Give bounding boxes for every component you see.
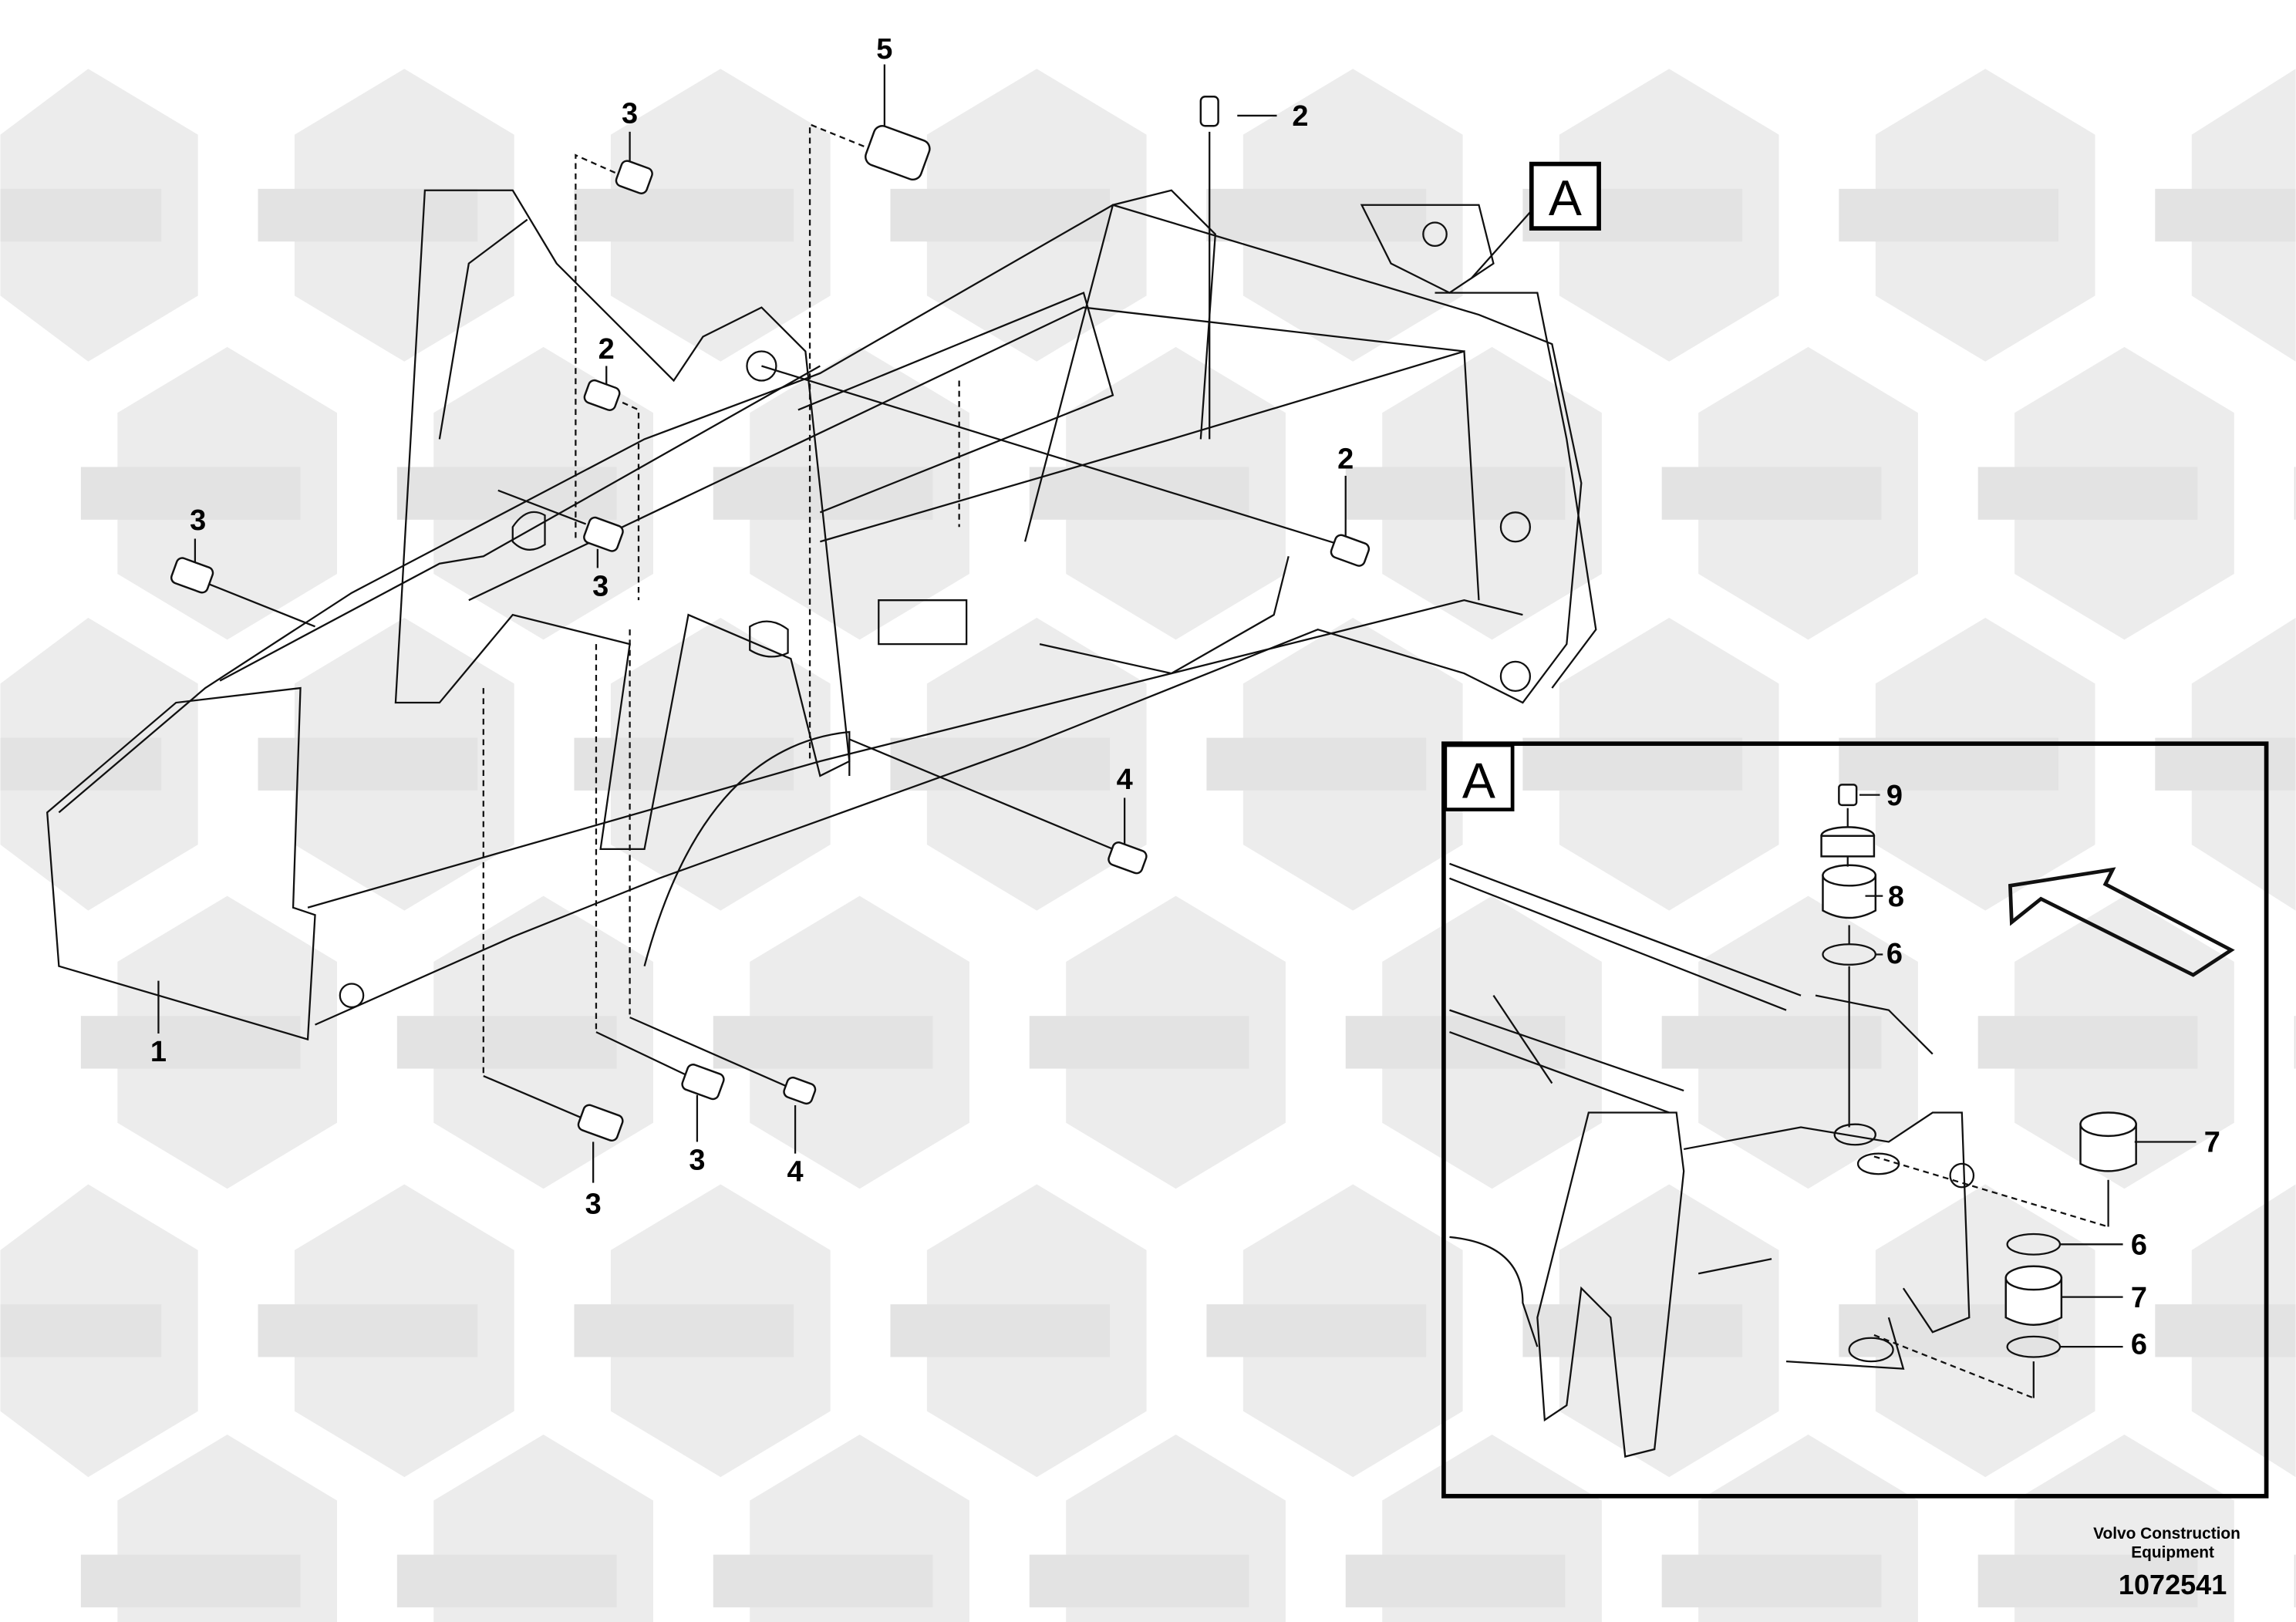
callout-7: 7	[2131, 1282, 2147, 1314]
callout-9: 9	[1886, 780, 1903, 812]
callout-5: 5	[876, 33, 892, 66]
footer: Volvo Construction Equipment 1072541	[2093, 1525, 2240, 1600]
watermark-band	[2294, 1016, 2296, 1069]
watermark-band	[0, 188, 162, 242]
front-frame-drawing	[46, 189, 1597, 1041]
watermark-band	[80, 467, 301, 520]
watermark-band	[713, 1554, 933, 1608]
watermark-band	[1206, 1304, 1427, 1357]
callout-numbers: 5 3 2 2 3 3 2 4 1 3 3 4	[150, 33, 1354, 1221]
bushing-3	[577, 1104, 624, 1142]
watermark-band	[2155, 188, 2296, 242]
watermark-band	[1839, 188, 2059, 242]
callout-3: 3	[622, 97, 638, 130]
watermark-band	[258, 737, 478, 791]
inset-detail-a: A 9 8 6 7 6 7 6	[1441, 741, 2269, 1499]
leader-lines	[157, 64, 1531, 1183]
callout-2: 2	[1292, 100, 1308, 133]
cap	[1820, 835, 1876, 858]
watermark-band	[1206, 737, 1427, 791]
bushing-3	[170, 557, 214, 594]
footer-company: Volvo Construction	[2093, 1525, 2240, 1543]
callout-1: 1	[150, 1036, 167, 1068]
callout-7: 7	[2204, 1127, 2220, 1159]
watermark-band	[2294, 467, 2296, 520]
watermark-band	[1661, 1016, 1882, 1069]
bushing-8	[1822, 874, 1877, 919]
watermark-band	[1661, 1554, 1882, 1608]
callout-3: 3	[585, 1188, 602, 1220]
bushings	[170, 96, 1371, 1142]
watermark-band	[258, 1304, 478, 1357]
callout-2: 2	[598, 333, 615, 366]
watermark-band	[1522, 737, 1743, 791]
inset-label: A	[1462, 753, 1495, 808]
watermark-band	[1345, 467, 1566, 520]
watermark-band	[258, 188, 478, 242]
watermark-band	[713, 1016, 933, 1069]
callout-8: 8	[1888, 881, 1904, 913]
view-label-text: A	[1549, 170, 1582, 226]
watermark-band	[1206, 188, 1427, 242]
callout-6: 6	[1886, 938, 1903, 970]
watermark-band	[1839, 737, 2059, 791]
watermark-band	[890, 1304, 1111, 1357]
bushing-3	[583, 516, 624, 552]
direction-arrow	[2008, 867, 2235, 977]
watermark-band	[1029, 467, 1249, 520]
callout-3: 3	[190, 504, 206, 537]
watermark-band	[1977, 1016, 2198, 1069]
callout-3: 3	[689, 1145, 705, 1177]
bushing-3	[615, 160, 653, 194]
footer-company-line2: Equipment	[2131, 1543, 2214, 1561]
watermark-band	[1345, 1016, 1566, 1069]
watermark-band	[1345, 1554, 1566, 1608]
bushing-7	[2004, 1276, 2063, 1326]
callout-4: 4	[787, 1156, 804, 1189]
view-label-a: A	[1529, 161, 1601, 231]
watermark-band	[1029, 1554, 1249, 1608]
bushing-7	[2079, 1123, 2137, 1172]
watermark-band	[1661, 467, 1882, 520]
watermark-layer	[0, 69, 2296, 1622]
watermark-band	[0, 737, 162, 791]
bushing-4	[1108, 841, 1148, 875]
watermark-band	[1977, 467, 2198, 520]
watermark-band	[80, 1554, 301, 1608]
watermark-band	[80, 1016, 301, 1069]
watermark-band	[2155, 1304, 2296, 1357]
callout-2: 2	[1337, 443, 1354, 475]
watermark-band	[1977, 1554, 2198, 1608]
callout-4: 4	[1117, 764, 1133, 796]
watermark-band	[2155, 737, 2296, 791]
bushing-2	[1330, 534, 1371, 567]
drawing-number: 1072541	[2119, 1569, 2227, 1600]
watermark-band	[574, 1304, 794, 1357]
watermark-band	[1029, 1016, 1249, 1069]
bushing-5	[865, 125, 931, 181]
bolt-2	[1199, 96, 1219, 127]
callout-6: 6	[2131, 1329, 2147, 1361]
watermark-band	[574, 188, 794, 242]
watermark-band	[1522, 1304, 1743, 1357]
watermark-band	[396, 1554, 617, 1608]
watermark-band	[890, 188, 1111, 242]
grease-nipple-9	[1838, 784, 1858, 807]
callout-6: 6	[2131, 1229, 2147, 1262]
bushing-4	[783, 1076, 817, 1105]
bushing-2	[583, 379, 621, 411]
bushing-3	[681, 1064, 725, 1101]
watermark-band	[396, 1016, 617, 1069]
watermark-band	[0, 1304, 162, 1357]
watermark-band	[2294, 1554, 2296, 1608]
callout-3: 3	[592, 570, 609, 602]
